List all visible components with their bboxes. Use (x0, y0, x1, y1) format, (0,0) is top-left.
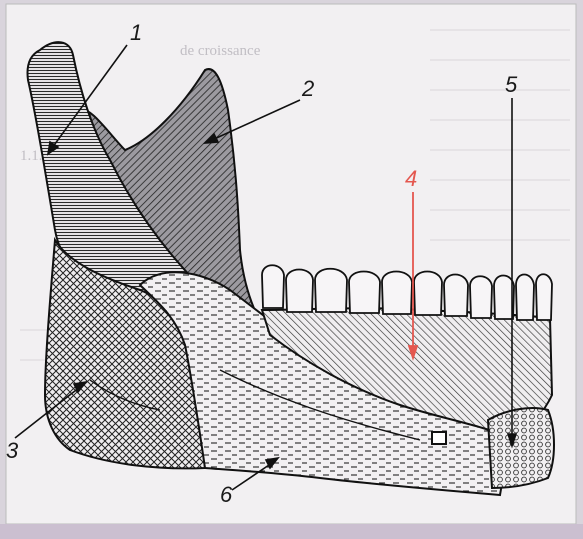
callout-5: 5 (505, 72, 518, 97)
callout-1: 1 (130, 20, 142, 45)
mental-foramen (432, 432, 446, 444)
callout-3: 3 (6, 438, 19, 463)
region-chin (488, 408, 554, 488)
callout-6: 6 (220, 482, 233, 507)
callout-4: 4 (405, 166, 417, 191)
scan-bottom-edge (0, 524, 583, 539)
callout-2: 2 (301, 76, 314, 101)
background-text-line1: de croissance (180, 43, 261, 59)
